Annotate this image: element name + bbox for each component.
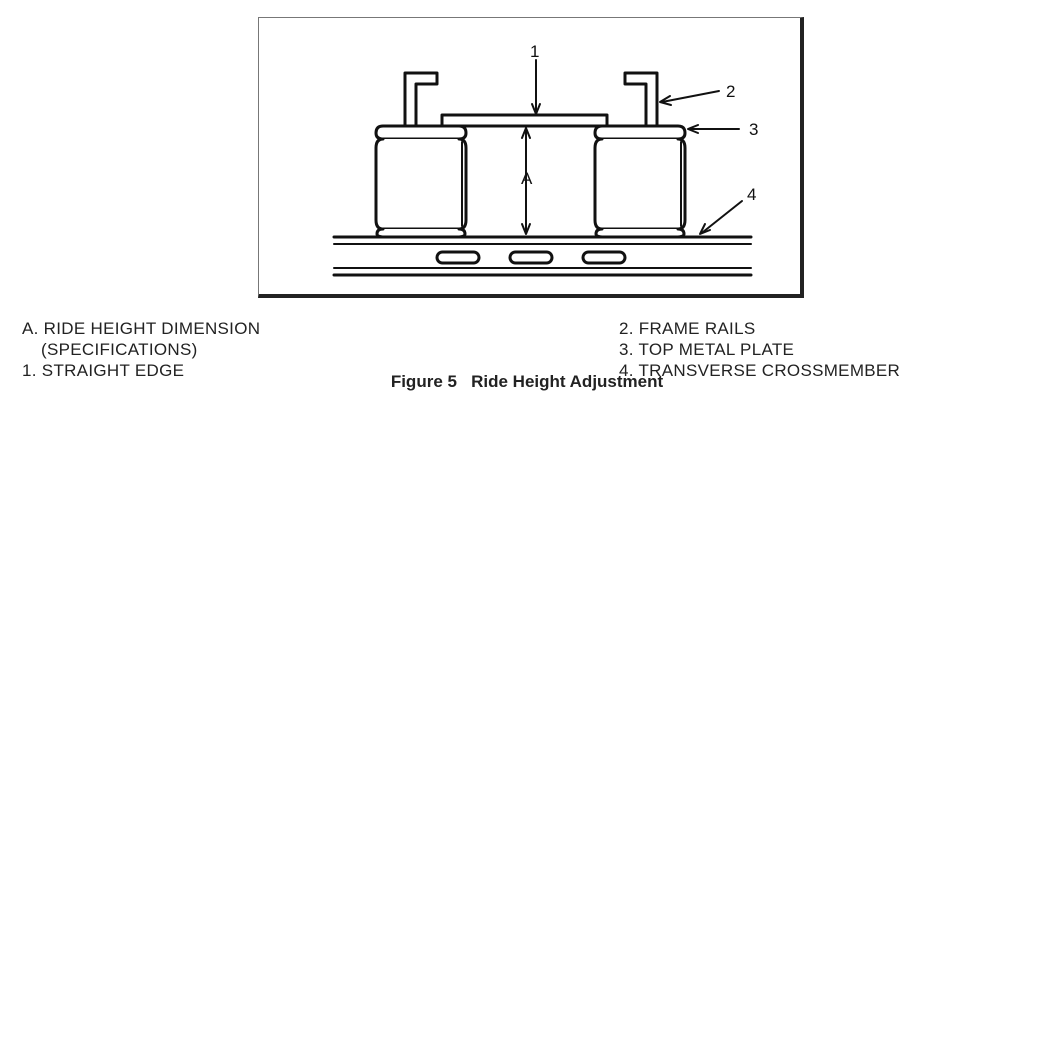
callout-2-label: 2 bbox=[726, 82, 735, 101]
callout-a-label: A bbox=[521, 169, 533, 188]
straight-edge-bar bbox=[440, 113, 609, 128]
legend-item-a-continued: (SPECIFICATIONS) bbox=[41, 340, 198, 359]
legend-item-a: A. RIDE HEIGHT DIMENSION bbox=[22, 319, 261, 338]
legend-item-3: 3. TOP METAL PLATE bbox=[619, 340, 795, 359]
left-frame-rail bbox=[403, 71, 439, 128]
legend-item-1: 1. STRAIGHT EDGE bbox=[22, 361, 185, 380]
legend-item-4: 4. TRANSVERSE CROSSMEMBER bbox=[619, 361, 901, 380]
callout-3-label: 3 bbox=[749, 120, 758, 139]
figure-illustration: 1 2 3 4 A bbox=[258, 17, 804, 298]
ride-height-diagram: 1 2 3 4 A bbox=[332, 42, 758, 277]
ride-height-dimension-arrow bbox=[521, 127, 531, 235]
callout-4-leader bbox=[699, 200, 743, 235]
left-air-spring bbox=[374, 124, 468, 239]
callout-3-leader bbox=[687, 124, 740, 134]
legend-right: 2. FRAME RAILS 3. TOP METAL PLATE 4. TRA… bbox=[619, 318, 900, 381]
legend-left: A. RIDE HEIGHT DIMENSION (SPECIFICATIONS… bbox=[22, 318, 260, 381]
legend-item-2: 2. FRAME RAILS bbox=[619, 319, 756, 338]
right-air-spring bbox=[593, 124, 687, 239]
callout-1-leader bbox=[531, 59, 541, 115]
figure-caption: Figure 5 Ride Height Adjustment bbox=[390, 372, 664, 391]
transverse-crossmember bbox=[332, 235, 753, 277]
right-frame-rail bbox=[623, 71, 659, 128]
callout-1-label: 1 bbox=[530, 42, 539, 61]
callout-4-label: 4 bbox=[747, 185, 756, 204]
callout-2-leader bbox=[659, 90, 720, 106]
